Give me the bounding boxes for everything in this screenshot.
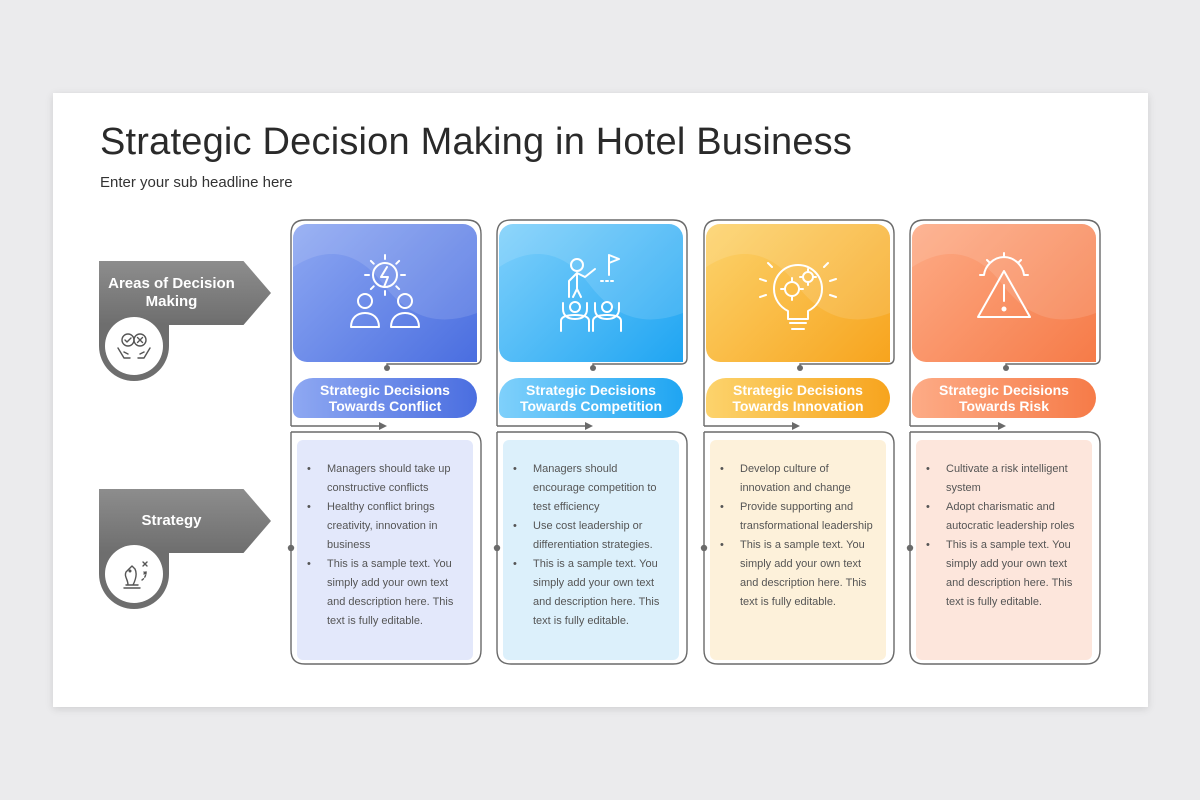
gear-warning-icon xyxy=(977,252,1031,318)
bullet-item: This is a sample text. You simply add yo… xyxy=(720,536,878,612)
bullet-item: This is a sample text. You simply add yo… xyxy=(513,555,671,631)
icon-tile xyxy=(912,224,1096,362)
slide: Strategic Decision Making in Hotel Busin… xyxy=(53,93,1148,707)
column-title: Strategic Decisions Towards Conflict xyxy=(293,378,477,418)
chess-knight-icon xyxy=(105,545,163,603)
bullet-item: Cultivate a risk intelligent system xyxy=(926,460,1084,498)
connector-outline xyxy=(493,219,688,665)
row-label-text: Strategy xyxy=(141,512,202,529)
bullet-item: Adopt charismatic and autocratic leaders… xyxy=(926,498,1084,536)
handshake-hands-icon xyxy=(105,317,163,375)
team-flag-icon xyxy=(560,254,622,332)
icon-tile xyxy=(293,224,477,362)
bullet-item: Managers should encourage competition to… xyxy=(513,460,671,517)
row-label-text: Areas of Decision Making xyxy=(108,275,235,310)
column-body: Cultivate a risk intelligent systemAdopt… xyxy=(916,440,1092,660)
bullet-item: This is a sample text. You simply add yo… xyxy=(307,555,465,631)
connector-outline xyxy=(906,219,1101,665)
column-body: Managers should encourage competition to… xyxy=(503,440,679,660)
column-3: Strategic Decisions Towards Innovation D… xyxy=(700,218,896,666)
row-label-areas: Areas of Decision Making xyxy=(99,261,271,381)
column-body: Managers should take up constructive con… xyxy=(297,440,473,660)
bullet-item: Develop culture of innovation and change xyxy=(720,460,878,498)
bullet-item: Healthy conflict brings creativity, inno… xyxy=(307,498,465,555)
column-2: Strategic Decisions Towards Competition … xyxy=(493,218,689,666)
bullet-list: Cultivate a risk intelligent systemAdopt… xyxy=(926,460,1084,612)
column-title: Strategic Decisions Towards Competition xyxy=(499,378,683,418)
icon-tile xyxy=(499,224,683,362)
column-1: Strategic Decisions Towards Conflict Man… xyxy=(287,218,483,666)
bullet-list: Managers should encourage competition to… xyxy=(513,460,671,631)
connector-outline xyxy=(287,219,482,665)
lightbulb-gears-icon xyxy=(759,262,837,330)
column-body: Develop culture of innovation and change… xyxy=(710,440,886,660)
bullet-item: Use cost leadership or differentiation s… xyxy=(513,517,671,555)
column-4: Strategic Decisions Towards Risk Cultiva… xyxy=(906,218,1102,666)
column-title: Strategic Decisions Towards Innovation xyxy=(706,378,890,418)
bullet-item: This is a sample text. You simply add yo… xyxy=(926,536,1084,612)
page-title: Strategic Decision Making in Hotel Busin… xyxy=(100,121,853,163)
row-label-strategy: Strategy xyxy=(99,489,271,609)
people-gear-bolt-icon xyxy=(350,254,420,328)
icon-tile xyxy=(706,224,890,362)
column-title: Strategic Decisions Towards Risk xyxy=(912,378,1096,418)
bullet-list: Develop culture of innovation and change… xyxy=(720,460,878,612)
bullet-item: Provide supporting and transformational … xyxy=(720,498,878,536)
page-subtitle: Enter your sub headline here xyxy=(100,174,293,191)
connector-outline xyxy=(700,219,895,665)
bullet-list: Managers should take up constructive con… xyxy=(307,460,465,631)
bullet-item: Managers should take up constructive con… xyxy=(307,460,465,498)
